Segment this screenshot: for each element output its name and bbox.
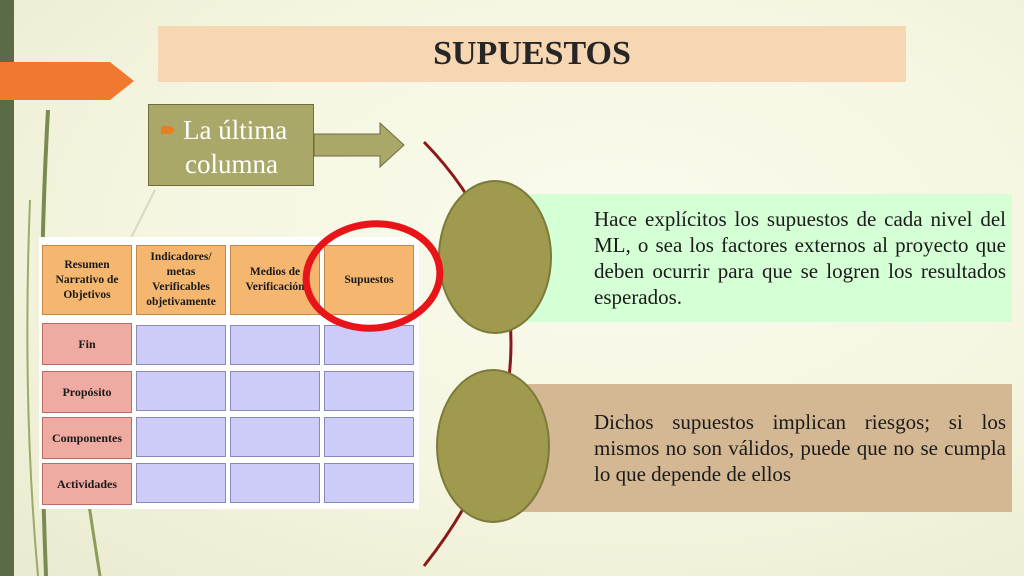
left-edge-strip — [0, 0, 14, 576]
description-panel-top: Hace explícitos los supuestos de cada ni… — [504, 194, 1012, 322]
description-text-bottom: Dichos supuestos implican riesgos; si lo… — [594, 410, 1006, 486]
right-arrow-icon — [314, 122, 405, 168]
matrix-cell — [136, 463, 226, 503]
matrix-header-indicators: Indicadores/ metas Verificables objetiva… — [136, 245, 226, 315]
matrix-header-verification: Medios de Verificación — [230, 245, 320, 315]
green-deco-line-2 — [26, 199, 39, 576]
matrix-header-summary: Resumen Narrativo de Objetivos — [42, 245, 132, 315]
matrix-row-proposito: Propósito — [42, 371, 132, 413]
matrix-cell — [136, 417, 226, 457]
matrix-cell — [230, 417, 320, 457]
matrix-header-assumptions: Supuestos — [324, 245, 414, 315]
matrix-cell — [230, 463, 320, 503]
matrix-row-fin: Fin — [42, 323, 132, 365]
matrix-row-componentes: Componentes — [42, 417, 132, 459]
matrix-cell — [230, 325, 320, 365]
olive-circle-bottom — [436, 369, 550, 523]
matrix-row-actividades: Actividades — [42, 463, 132, 505]
matrix-cell — [230, 371, 320, 411]
arrow-bullet-icon — [161, 126, 175, 134]
callout-line-1: La última — [183, 115, 288, 145]
olive-circle-top — [438, 180, 552, 334]
page-title: SUPUESTOS — [158, 26, 906, 82]
description-panel-bottom: Dichos supuestos implican riesgos; si lo… — [504, 384, 1012, 512]
matrix-cell — [324, 463, 414, 503]
callout-line-2: columna — [185, 149, 278, 179]
orange-arrow-tab — [0, 62, 134, 100]
highlight-ring — [302, 220, 444, 332]
matrix-cell — [324, 417, 414, 457]
description-text-top: Hace explícitos los supuestos de cada ni… — [594, 207, 1006, 309]
matrix-cell — [136, 325, 226, 365]
matrix-cell — [324, 371, 414, 411]
matrix-cell — [136, 371, 226, 411]
callout-box: La última columna — [148, 104, 314, 186]
logical-framework-matrix: Resumen Narrativo de Objetivos Indicador… — [39, 237, 419, 509]
